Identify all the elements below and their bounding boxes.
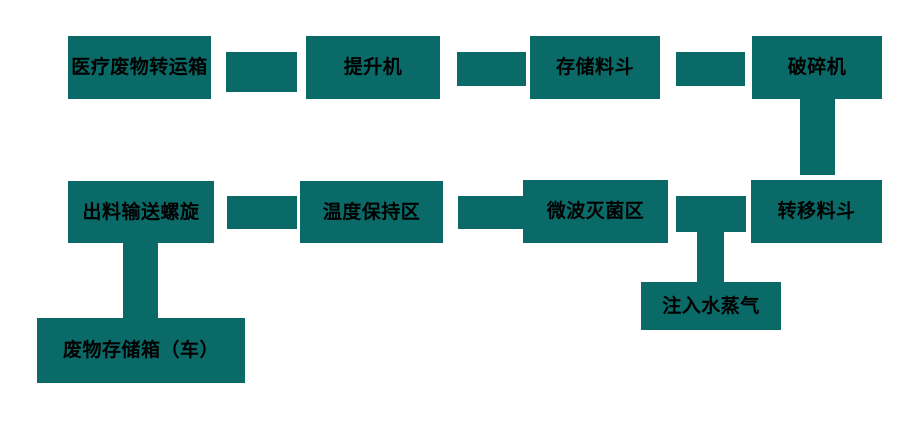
node-medical-waste-transfer-box[interactable]: 医疗废物转运箱: [68, 36, 211, 99]
node-label: 破碎机: [787, 56, 847, 79]
node-transfer-hopper[interactable]: 转移料斗: [751, 180, 882, 243]
connector-transferbox-to-lift: [226, 52, 297, 92]
node-label: 微波灭菌区: [546, 200, 645, 223]
node-storage-hopper[interactable]: 存储料斗: [530, 36, 660, 99]
node-temperature-holding[interactable]: 温度保持区: [300, 181, 443, 243]
connector-screw-to-wastestorage: [123, 243, 158, 319]
node-label: 提升机: [343, 56, 403, 79]
connector-crusher-to-transferhopper: [800, 99, 835, 175]
node-microwave-sterilization[interactable]: 微波灭菌区: [523, 180, 668, 243]
node-label: 转移料斗: [777, 200, 856, 223]
connector-steam-to-microwaveline: [697, 232, 724, 284]
node-lift-machine[interactable]: 提升机: [306, 36, 440, 99]
node-label: 温度保持区: [322, 200, 421, 223]
node-label: 废物存储箱（车）: [62, 339, 219, 362]
node-label: 存储料斗: [555, 56, 634, 79]
node-label: 出料输送螺旋: [82, 200, 200, 223]
node-steam-injection[interactable]: 注入水蒸气: [641, 282, 781, 330]
connector-microwave-to-tempholding: [458, 196, 528, 229]
node-discharge-screw-conveyor[interactable]: 出料输送螺旋: [68, 181, 214, 243]
connector-storagehopper-to-crusher: [676, 52, 745, 86]
node-label: 医疗废物转运箱: [71, 56, 208, 79]
node-crusher[interactable]: 破碎机: [752, 36, 882, 99]
connector-transferhopper-to-microwave: [676, 196, 746, 232]
connector-lift-to-storagehopper: [457, 52, 526, 86]
node-waste-storage-bin[interactable]: 废物存储箱（车）: [37, 318, 245, 383]
node-label: 注入水蒸气: [662, 294, 760, 317]
connector-tempholding-to-screw: [227, 196, 297, 229]
